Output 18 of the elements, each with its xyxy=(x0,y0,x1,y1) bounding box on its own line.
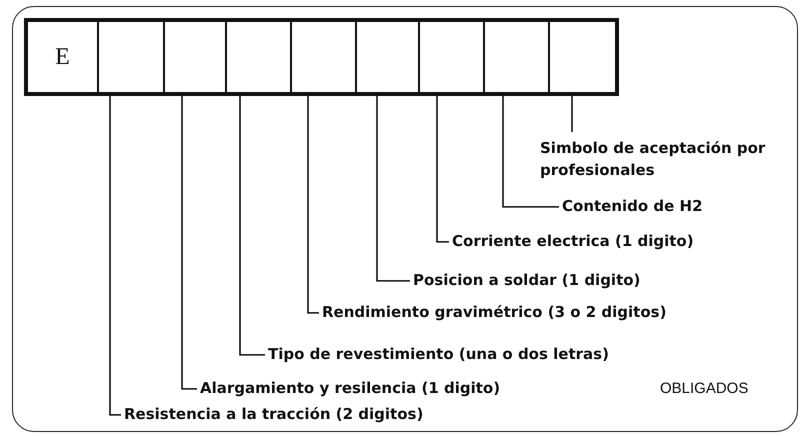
field-description: Tipo de revestimiento (una o dos letras) xyxy=(268,344,609,366)
code-letter-cell: E xyxy=(28,22,97,92)
leader-line xyxy=(571,94,573,132)
group-label: OBLIGADOS xyxy=(660,380,748,397)
field-description: Rendimiento gravimétrico (3 o 2 digitos) xyxy=(322,302,666,324)
leader-line xyxy=(181,94,197,390)
leader-line xyxy=(502,94,559,208)
leader-line xyxy=(239,94,265,356)
field-description: Simbolo de aceptación por profesionales xyxy=(540,138,776,182)
leader-line xyxy=(109,94,121,416)
field-description: Contenido de H2 xyxy=(562,196,703,218)
field-description: Posicion a soldar (1 digito) xyxy=(413,270,640,292)
leader-line xyxy=(307,94,319,314)
field-description: Resistencia a la tracción (2 digitos) xyxy=(124,404,424,426)
leader-line xyxy=(376,94,410,282)
field-description: Corriente electrica (1 digito) xyxy=(452,231,694,253)
field-description: Alargamiento y resilencia (1 digito) xyxy=(200,378,500,400)
leader-line xyxy=(436,94,449,243)
